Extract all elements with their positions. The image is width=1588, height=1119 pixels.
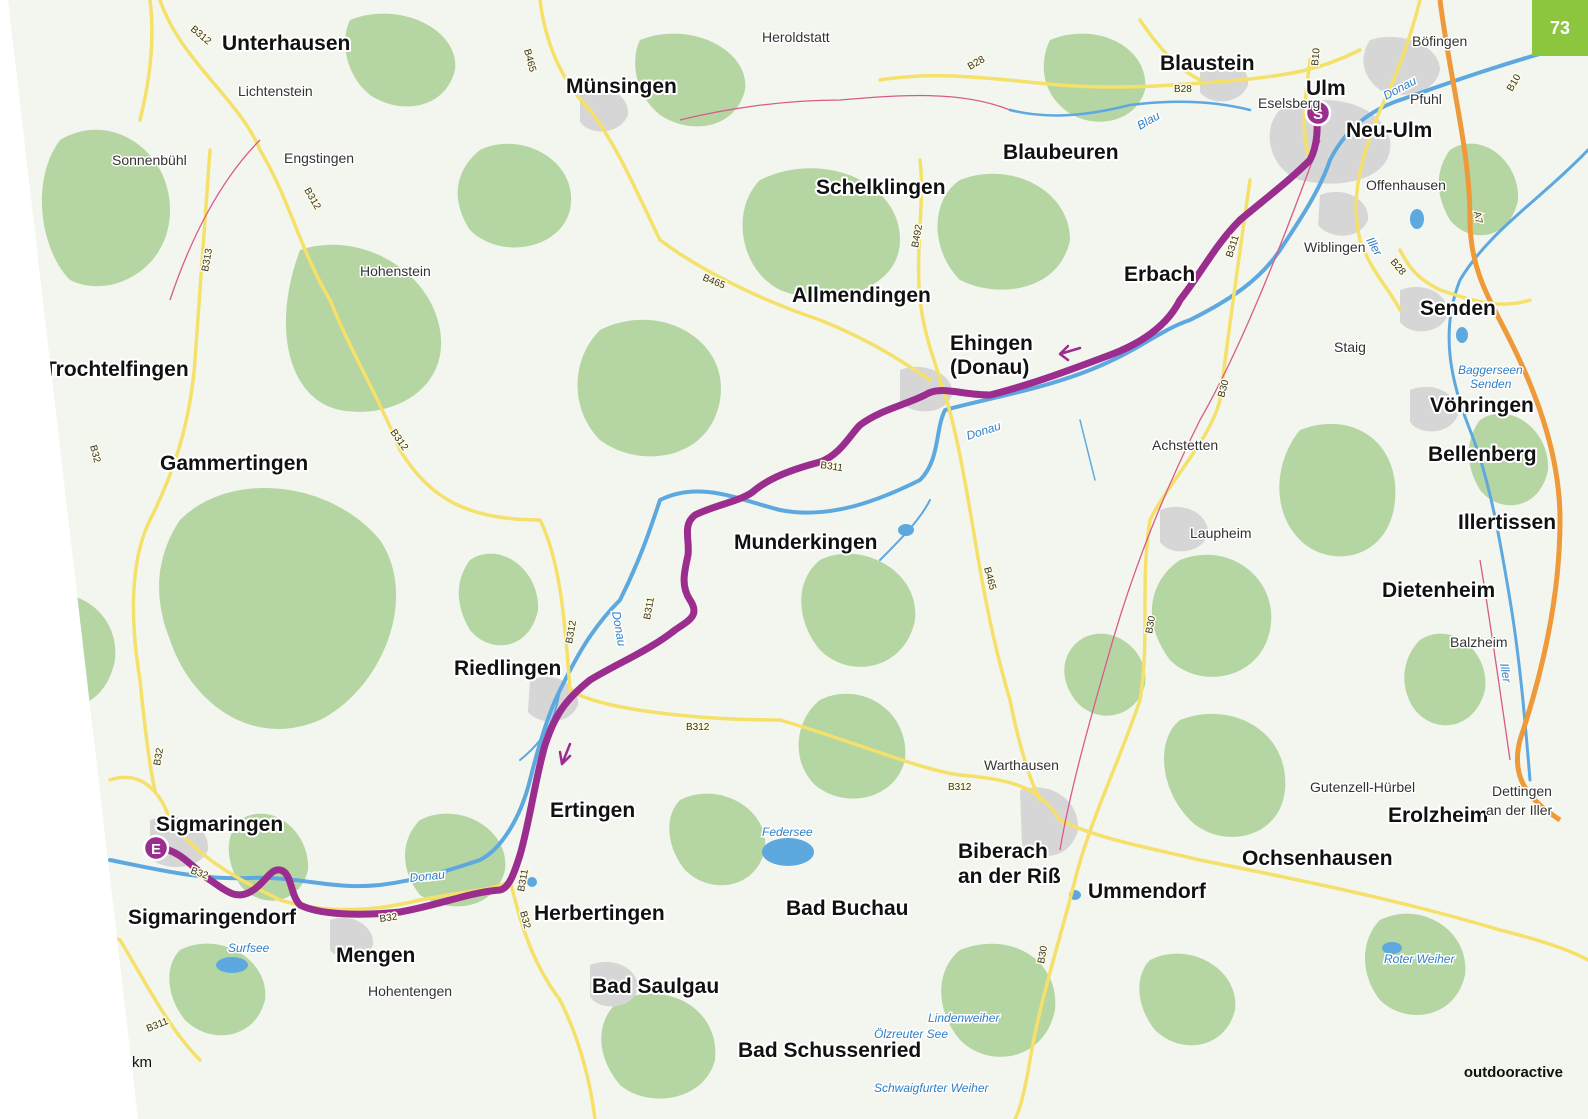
label-bad-schussenried: Bad Schussenried (738, 1039, 921, 1062)
label-mengen: Mengen (336, 944, 415, 967)
road-label-b312-east: B312 (686, 722, 710, 733)
route-line (156, 109, 1321, 918)
road-label-b32-north: B32 (152, 747, 166, 767)
label-warthausen: Warthausen (984, 757, 1059, 773)
label-trochtelfingen: Trochtelfingen (44, 358, 189, 381)
road-label-b312-biberach: B312 (948, 782, 972, 793)
road-label-b10-ulm: B10 (1310, 47, 1323, 66)
forest-areas (19, 13, 1549, 1099)
label-pfuhl: Pfuhl (1410, 91, 1442, 107)
label-lindenweiher: Lindenweiher (928, 1011, 1000, 1025)
label-roter-weiher: Roter Weiher (1384, 952, 1455, 966)
label-sigmaringen: Sigmaringen (156, 813, 283, 836)
label-hohenstein: Hohenstein (360, 263, 431, 279)
label-baggerseen: Baggerseen (1458, 363, 1523, 377)
label-achstetten: Achstetten (1152, 437, 1218, 453)
label-donau-mengen: Donau (409, 867, 446, 885)
label-bad-saulgau: Bad Saulgau (592, 975, 719, 998)
label-ertingen: Ertingen (550, 799, 635, 822)
label-eselsberg: Eselsberg (1258, 95, 1320, 111)
page-margin (0, 0, 138, 1119)
label-erbach: Erbach (1124, 263, 1195, 286)
end-marker-label: E (151, 841, 161, 858)
label-sigmaringendorf: Sigmaringendorf (128, 906, 297, 929)
rivers (108, 38, 1588, 889)
scale-bar-label: km (132, 1054, 152, 1071)
label-munderkingen: Munderkingen (734, 531, 878, 554)
place-labels: Ulm Neu-Ulm Blaustein Blaubeuren Schelkl… (42, 30, 1558, 1064)
village-labels: Heroldstatt Böfingen Pfuhl Eselsberg Off… (111, 28, 1554, 1001)
label-dietenheim: Dietenheim (1382, 579, 1495, 602)
label-federsee: Federsee (762, 825, 813, 839)
label-allmendingen: Allmendingen (792, 284, 931, 307)
brand-logo: outdooractive (1463, 1064, 1563, 1081)
road-label-b32-mengen: B32 (379, 912, 399, 925)
label-lichtenstein: Lichtenstein (238, 83, 313, 99)
label-balzheim: Balzheim (1450, 634, 1508, 650)
label-gutenzell: Gutenzell-Hürbel (1310, 779, 1415, 795)
label-biberach: Biberach (958, 840, 1048, 863)
label-dettingen: Dettingen (1492, 783, 1552, 799)
label-hohentengen: Hohentengen (368, 983, 452, 999)
label-laupheim: Laupheim (1190, 525, 1252, 541)
label-blaustein: Blaustein (1160, 52, 1255, 75)
label-muensingen: Münsingen (566, 75, 677, 98)
label-neu-ulm: Neu-Ulm (1346, 119, 1432, 142)
label-bellenberg: Bellenberg (1428, 443, 1537, 466)
road-label-a7: A7 (1471, 211, 1484, 225)
label-blaubeuren: Blaubeuren (1003, 141, 1119, 164)
label-bad-buchau: Bad Buchau (786, 897, 909, 920)
label-voehringen: Vöhringen (1430, 394, 1534, 417)
highway-a7 (1437, 0, 1563, 823)
label-sonnenbuehl: Sonnenbühl (112, 152, 187, 168)
label-gammertingen: Gammertingen (160, 452, 308, 475)
direction-arrow-riedlingen (558, 742, 572, 766)
road-label-b30-south: B30 (1036, 945, 1050, 965)
label-erolzheim: Erolzheim (1388, 804, 1488, 827)
label-ochsenhausen: Ochsenhausen (1242, 847, 1393, 870)
road-label-b311-herbertingen: B311 (516, 868, 531, 893)
label-herbertingen: Herbertingen (534, 902, 665, 925)
label-senden: Senden (1420, 297, 1496, 320)
railways (169, 94, 1511, 851)
label-baggerseen-senden: Senden (1470, 377, 1512, 391)
label-schwaigfurter-weiher: Schwaigfurter Weiher (874, 1081, 989, 1095)
label-dettingen-iller: an der Iller (1486, 802, 1552, 818)
label-ummendorf: Ummendorf (1088, 880, 1207, 903)
end-marker[interactable]: E (142, 834, 170, 862)
label-offenhausen: Offenhausen (1366, 177, 1446, 193)
label-illertissen: Illertissen (1458, 511, 1556, 534)
label-boefingen: Böfingen (1412, 33, 1467, 49)
road-label-b30-center: B30 (1144, 615, 1158, 635)
label-olzreuter-see: Ölzreuter See (874, 1027, 948, 1041)
start-marker-label: S (1313, 106, 1323, 123)
label-wiblingen: Wiblingen (1304, 239, 1365, 255)
direction-arrow-ehingen (1058, 344, 1082, 362)
label-schelklingen: Schelklingen (816, 176, 946, 199)
label-biberach-riss: an der Riß (958, 865, 1061, 888)
label-ulm: Ulm (1306, 77, 1346, 100)
start-marker[interactable]: S (1304, 99, 1332, 127)
label-heroldstatt: Heroldstatt (762, 29, 830, 45)
label-riedlingen: Riedlingen (454, 657, 561, 680)
label-ehingen-donau: (Donau) (950, 356, 1029, 379)
label-ehingen: Ehingen (950, 332, 1033, 355)
label-staig: Staig (1334, 339, 1366, 355)
road-label-b28-blaustein: B28 (1174, 84, 1192, 95)
label-iller-lower: Iller (1497, 662, 1514, 684)
label-engstingen: Engstingen (284, 150, 354, 166)
label-unterhausen: Unterhausen (222, 32, 350, 55)
page-number-badge: 73 (1532, 0, 1588, 56)
label-surfsee: Surfsee (228, 941, 270, 955)
road-label-b311-munderkingen: B311 (820, 460, 844, 474)
